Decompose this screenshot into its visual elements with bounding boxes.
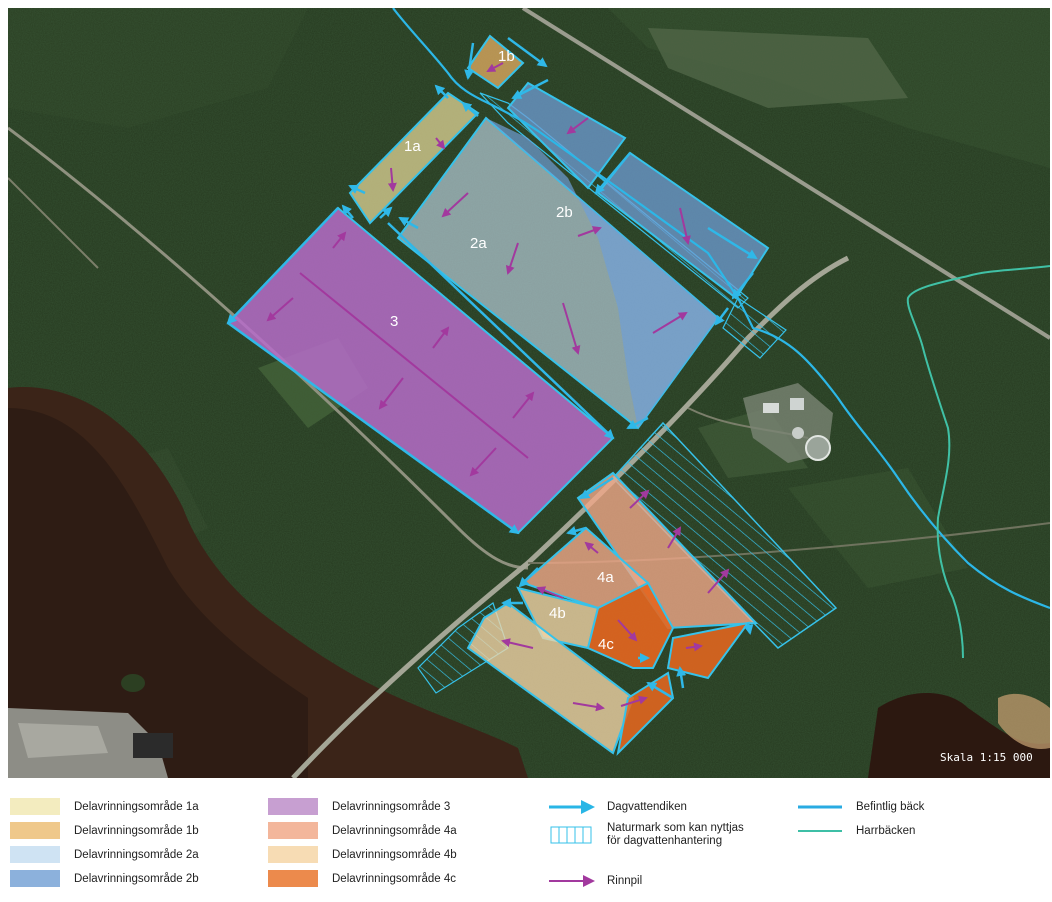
flow-arrows — [266, 62, 730, 712]
legend-item-harrbacken: Harrbäcken — [794, 822, 915, 842]
legend-item-flow: Rinnpil — [545, 872, 642, 892]
legend-label-harrbacken: Harrbäcken — [856, 825, 916, 837]
legend-swatch-2a — [10, 846, 60, 863]
area-1b[interactable] — [466, 34, 525, 90]
area-2b-upper[interactable] — [506, 81, 627, 190]
legend-item-4a: Delavrinningsområde 4a — [268, 822, 457, 842]
legend-item-4b: Delavrinningsområde 4b — [268, 846, 457, 866]
label-1b: 1b — [498, 48, 515, 65]
label-2a: 2a — [470, 235, 487, 252]
legend-swatch-3 — [268, 798, 318, 815]
map-panel[interactable]: 1b 1a 2b 2a 3 4a 4b 4c Skala 1:15 000 — [8, 8, 1050, 778]
legend-item-2b: Delavrinningsområde 2b — [10, 870, 199, 890]
legend-swatch-2b — [10, 870, 60, 887]
hatch-swatch-icon — [550, 826, 592, 844]
legend-item-stream: Befintlig bäck — [794, 798, 924, 818]
harrbacken-line-icon — [798, 830, 842, 832]
legend-label-1b: Delavrinningsområde 1b — [74, 825, 199, 837]
legend-label-natural-land: Naturmark som kan nyttjas för dagvattenh… — [607, 822, 744, 848]
legend-label-4b: Delavrinningsområde 4b — [332, 849, 457, 861]
legend-label-ditch: Dagvattendiken — [607, 801, 687, 813]
harrbacken-stream — [906, 265, 1050, 659]
legend-swatch-1a — [10, 798, 60, 815]
stream-line-icon — [798, 805, 842, 809]
label-1a: 1a — [404, 138, 421, 155]
legend-label-stream: Befintlig bäck — [856, 801, 925, 813]
legend-label-4c: Delavrinningsområde 4c — [332, 873, 457, 885]
legend-item-3: Delavrinningsområde 3 — [268, 798, 450, 818]
legend-swatch-4c — [268, 870, 318, 887]
area-2b[interactable] — [486, 118, 718, 428]
map-scale: Skala 1:15 000 — [940, 751, 1033, 764]
legend-swatch-4a — [268, 822, 318, 839]
label-4c: 4c — [598, 636, 614, 653]
legend-label-flow: Rinnpil — [607, 875, 643, 887]
legend-label-natural-line2: för dagvattenhantering — [607, 835, 723, 847]
legend-label-3: Delavrinningsområde 3 — [332, 801, 451, 813]
legend-label-1a: Delavrinningsområde 1a — [74, 801, 199, 813]
area-4c-right[interactable] — [666, 621, 751, 680]
legend-swatch-4b — [268, 846, 318, 863]
legend-label-natural-line1: Naturmark som kan nyttjas — [607, 822, 744, 834]
legend-item-1a: Delavrinningsområde 1a — [10, 798, 199, 818]
flow-arrow-icon — [549, 875, 595, 887]
aerial-map[interactable]: 1b 1a 2b 2a 3 4a 4b 4c Skala 1:15 000 — [8, 8, 1050, 778]
legend-label-4a: Delavrinningsområde 4a — [332, 825, 457, 837]
legend-label-2b: Delavrinningsområde 2b — [74, 873, 199, 885]
small-island — [121, 674, 145, 692]
area-4c[interactable] — [586, 581, 675, 669]
legend-item-1b: Delavrinningsområde 1b — [10, 822, 199, 842]
label-4b: 4b — [549, 605, 566, 622]
legend-item-ditch: Dagvattendiken — [545, 798, 687, 818]
label-4a: 4a — [597, 569, 614, 586]
stormwater-ditches — [226, 36, 758, 700]
legend-label-2a: Delavrinningsområde 2a — [74, 849, 199, 861]
label-2b: 2b — [556, 204, 573, 221]
legend-item-4c: Delavrinningsområde 4c — [268, 870, 456, 890]
label-3: 3 — [390, 313, 398, 330]
facility — [743, 383, 833, 463]
legend-swatch-1b — [10, 822, 60, 839]
legend-item-2a: Delavrinningsområde 2a — [10, 846, 199, 866]
map-legend: Delavrinningsområde 1a Delavrinningsområ… — [0, 786, 1052, 902]
area-labels: 1b 1a 2b 2a 3 4a 4b 4c — [390, 48, 614, 653]
legend-item-natural-land: Naturmark som kan nyttjas för dagvattenh… — [545, 822, 744, 852]
ditch-arrow-icon — [549, 800, 595, 814]
existing-stream — [392, 8, 1050, 610]
lake-right — [868, 693, 1050, 778]
